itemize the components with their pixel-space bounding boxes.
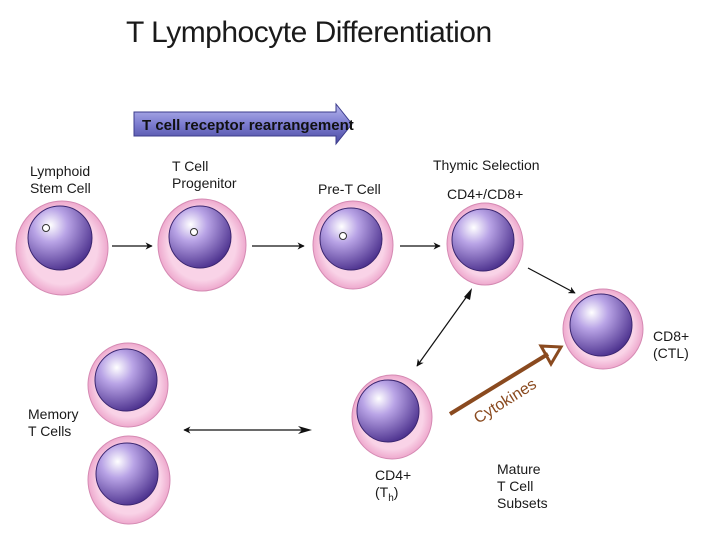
- cell-t-progenitor: [157, 198, 247, 292]
- label-cd4-prefix: (T: [375, 484, 389, 500]
- label-cd4: CD4+ (Th): [375, 467, 411, 507]
- tcr-banner-label: T cell receptor rearrangement: [142, 117, 354, 134]
- cell-memory-top: [87, 342, 169, 428]
- label-progenitor: T Cell Progenitor: [172, 158, 237, 192]
- label-lymphoid-stem: Lymphoid Stem Cell: [30, 163, 91, 197]
- label-progenitor-line2: Progenitor: [172, 175, 237, 191]
- label-cd8-line1: CD8+: [653, 328, 690, 344]
- label-mature-line2: T Cell: [497, 478, 534, 494]
- label-memory-line1: Memory: [28, 406, 79, 422]
- label-lymphoid-line2: Stem Cell: [30, 180, 91, 196]
- label-cd4-line2: (Th): [375, 484, 411, 507]
- page-title: T Lymphocyte Differentiation: [126, 16, 492, 49]
- cell-lymphoid-stem: [15, 200, 109, 296]
- label-double-positive: CD4+/CD8+: [447, 186, 524, 202]
- label-cd4-close: ): [393, 484, 399, 500]
- cytokines-label: Cytokines: [471, 376, 540, 428]
- label-cd8-line2: (CTL): [653, 345, 689, 361]
- cell-memory-bottom: [87, 435, 171, 525]
- cell-pre-t: [312, 200, 394, 290]
- label-mature-subsets: Mature T Cell Subsets: [497, 461, 548, 512]
- label-cd4-line1: CD4+: [375, 467, 412, 483]
- label-mature-line3: Subsets: [497, 495, 548, 511]
- arrow-cd4-to-memory: [183, 426, 312, 434]
- tcr-banner: T cell receptor rearrangement: [133, 102, 354, 146]
- arrow-to-cd4: [416, 288, 472, 367]
- label-cd4-subscript: h: [388, 492, 394, 504]
- cell-cd8-ctl: [562, 288, 644, 370]
- cytokines-arrow: [448, 344, 564, 416]
- label-mature-line1: Mature: [497, 461, 541, 477]
- label-memory: Memory T Cells: [28, 406, 79, 440]
- label-memory-line2: T Cells: [28, 423, 72, 439]
- label-thymic-selection: Thymic Selection: [433, 157, 540, 173]
- label-pre-t: Pre-T Cell: [318, 181, 381, 197]
- label-progenitor-line1: T Cell: [172, 158, 209, 174]
- arrow-to-cd8: [527, 267, 576, 294]
- cell-cd4-th: [351, 374, 433, 460]
- label-cd8: CD8+ (CTL): [653, 328, 689, 362]
- label-lymphoid-line1: Lymphoid: [30, 163, 91, 179]
- cell-double-positive: [446, 202, 524, 286]
